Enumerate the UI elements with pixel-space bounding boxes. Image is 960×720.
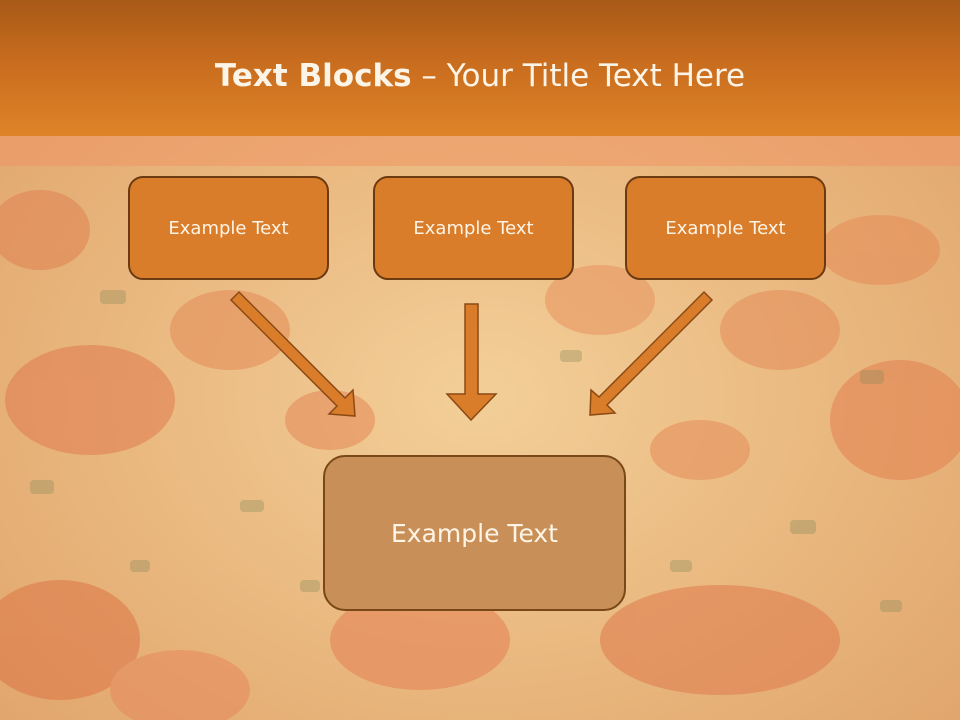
title-bar bbox=[0, 0, 960, 136]
target-text-box: Example Text bbox=[323, 455, 626, 611]
text-box-1-label: Example Text bbox=[168, 217, 289, 239]
text-box-2: Example Text bbox=[373, 176, 574, 280]
title-rest-text: Your Title Text Here bbox=[446, 58, 746, 94]
text-box-2-label: Example Text bbox=[413, 217, 534, 239]
text-box-3: Example Text bbox=[625, 176, 826, 280]
title-bold-text: Text Blocks bbox=[214, 58, 412, 94]
target-text-box-label: Example Text bbox=[391, 518, 558, 548]
title-dash: – bbox=[411, 58, 447, 94]
arrow-left-diagonal bbox=[229, 290, 356, 417]
arrow-center-down bbox=[445, 303, 498, 422]
text-box-3-label: Example Text bbox=[665, 217, 786, 239]
text-box-1: Example Text bbox=[128, 176, 329, 280]
arrow-right-diagonal bbox=[589, 290, 714, 416]
title-strip bbox=[0, 136, 960, 166]
slide-title: Text Blocks – Your Title Text Here bbox=[0, 52, 960, 100]
